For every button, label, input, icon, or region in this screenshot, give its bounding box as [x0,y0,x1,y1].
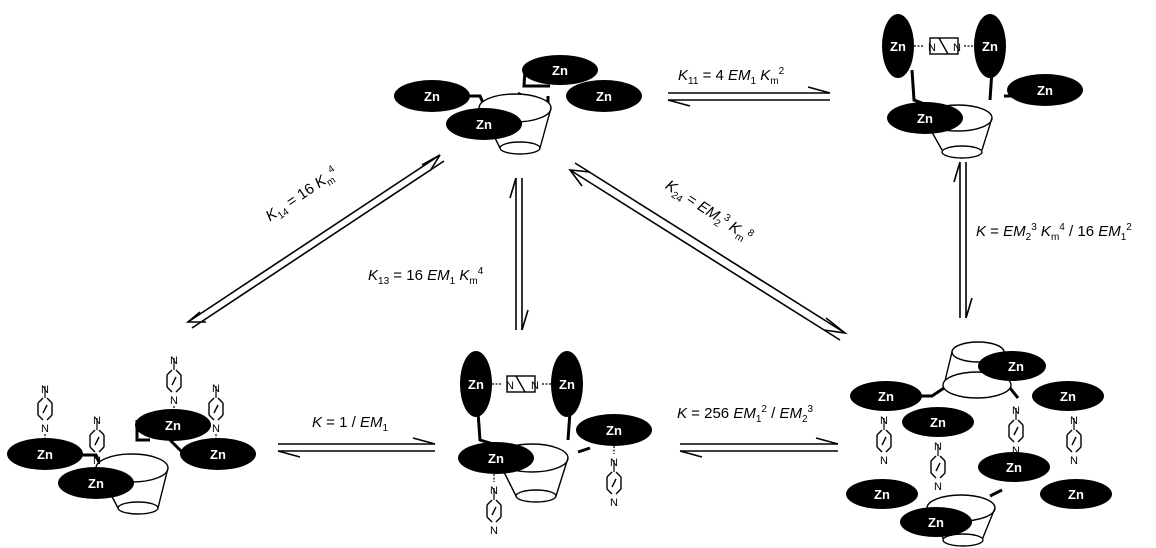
svg-text:Zn: Zn [890,39,906,54]
mixed-complex: Zn Zn N N Zn Zn N N N N [458,351,652,537]
svg-text:N: N [531,380,539,392]
zn-porphyrin [58,467,134,499]
svg-text:Zn: Zn [424,89,440,104]
zn-porphyrin [135,409,211,441]
svg-text:Zn: Zn [1037,83,1053,98]
k-right-label: K = EM23 Km4 / 16 EM12 [976,222,1132,243]
k-bottom-right-label: K = 256 EM12 / EM23 [677,404,814,425]
svg-text:N: N [506,380,514,392]
zn-porphyrin [900,507,972,537]
dabco-bridge: N N [930,441,946,493]
zn-porphyrin [850,381,922,411]
single-bridged-complex: Zn Zn N N Zn Zn [882,14,1083,159]
zn-porphyrin [846,479,918,509]
svg-text:Zn: Zn [1068,487,1084,502]
dabco-ligand: N N [486,474,502,537]
double-bridged-sandwich: Zn Zn Zn Zn Zn Zn Zn Zn N N N N N N N [846,341,1112,547]
svg-text:N: N [934,481,942,493]
four-dabco-complex: Zn Zn Zn Zn N N N N N N N N [7,355,256,515]
eq-arrow-left-diagonal [185,154,445,329]
dabco-ligand: N N [208,383,224,440]
eq-arrow-right-vertical [953,161,973,319]
svg-text:Zn: Zn [37,447,53,462]
zn-porphyrin [887,102,963,134]
svg-text:Zn: Zn [606,423,622,438]
k11-label: K11 = 4 EM1 Km2 [678,66,785,87]
zn-porphyrin [902,407,974,437]
svg-text:Zn: Zn [1060,389,1076,404]
dabco-bridge: N N [876,415,892,467]
svg-text:Zn: Zn [1008,359,1024,374]
svg-text:Zn: Zn [165,418,181,433]
zn-porphyrin [446,108,522,140]
svg-text:N: N [880,455,888,467]
eq-arrow-center-diagonal [568,162,848,341]
svg-text:N: N [490,525,498,537]
zn-porphyrin [1040,479,1112,509]
svg-text:N: N [953,42,961,54]
eq-arrow-top-horizontal [667,86,831,107]
svg-text:Zn: Zn [878,389,894,404]
svg-text:Zn: Zn [917,111,933,126]
svg-text:N: N [610,497,618,509]
zn-porphyrin [974,14,1006,78]
svg-text:N: N [1012,445,1020,457]
svg-text:Zn: Zn [210,447,226,462]
svg-text:Zn: Zn [488,451,504,466]
zn-porphyrin [522,55,598,85]
svg-text:Zn: Zn [476,117,492,132]
zn-porphyrin [394,80,470,112]
eq-arrow-bottom-left [277,437,436,458]
zn-porphyrin [566,80,642,112]
svg-text:Zn: Zn [928,515,944,530]
svg-text:Zn: Zn [1006,460,1022,475]
zn-porphyrin [1032,381,1104,411]
svg-text:Zn: Zn [874,487,890,502]
svg-text:N: N [928,42,936,54]
svg-text:N: N [170,395,178,407]
k-bottom-left-label: K = 1 / EM1 [312,414,389,434]
svg-text:Zn: Zn [982,39,998,54]
dabco-ligand: N N [166,355,182,411]
svg-text:Zn: Zn [468,377,484,392]
svg-text:Zn: Zn [930,415,946,430]
zn-porphyrin [576,414,652,446]
zn-porphyrin [978,351,1046,381]
svg-text:Zn: Zn [596,89,612,104]
eq-arrow-bottom-right [679,437,839,458]
k13-label: K13 = 16 EM1 Km4 [368,266,484,287]
svg-text:Zn: Zn [88,476,104,491]
free-tetramer: Zn Zn Zn Zn [394,55,642,155]
zn-porphyrin [458,442,534,474]
zn-porphyrin [1007,74,1083,106]
svg-text:N: N [41,423,49,435]
dabco-bridge: N N [1008,405,1024,457]
zn-porphyrin [882,14,914,78]
eq-arrow-center-vertical [509,177,529,331]
svg-text:N: N [212,423,220,435]
zn-porphyrin [551,351,583,417]
dabco-ligand: N N [37,384,53,440]
svg-text:N: N [93,455,101,467]
zn-porphyrin [180,438,256,470]
svg-text:Zn: Zn [552,63,568,78]
zn-porphyrin [7,438,83,470]
dabco-ligand: N N [606,446,622,509]
svg-text:N: N [1070,455,1078,467]
svg-text:Zn: Zn [559,377,575,392]
zn-porphyrin [460,351,492,417]
dabco-ligand: N N [89,415,105,467]
zn-porphyrin [978,452,1050,482]
dabco-bridge: N N [1066,415,1082,467]
